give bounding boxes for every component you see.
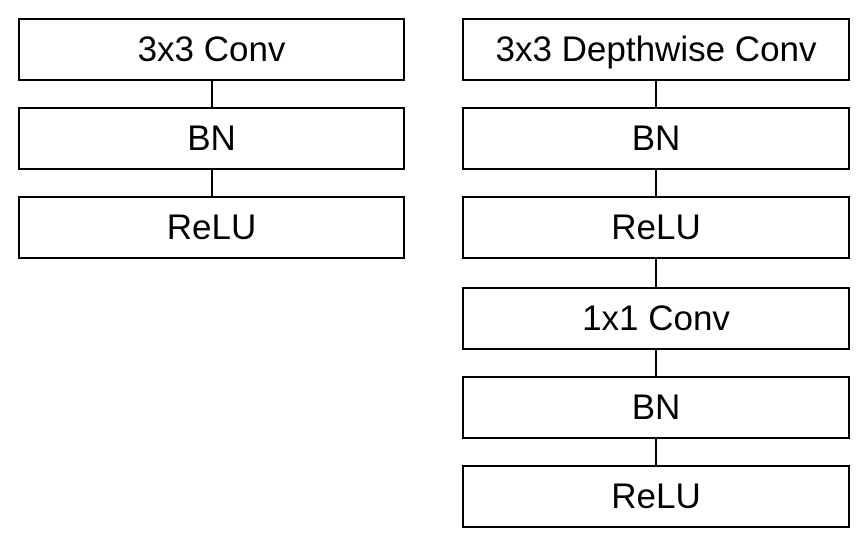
relu-layer: ReLU (18, 196, 405, 259)
batchnorm-layer: BN (18, 107, 405, 170)
connector-line (655, 259, 657, 287)
connector-line (210, 170, 213, 196)
connector-line (210, 81, 213, 107)
pointwise-conv1x1-layer: 1x1 Conv (462, 287, 850, 350)
connector-line (655, 170, 657, 196)
relu-layer: ReLU (462, 465, 850, 528)
conv3x3-layer: 3x3 Conv (18, 18, 405, 81)
connector-line (655, 81, 657, 107)
connector-line (655, 439, 657, 465)
batchnorm-layer: BN (462, 107, 850, 170)
depthwise-conv3x3-layer: 3x3 Depthwise Conv (462, 18, 850, 81)
connector-line (655, 350, 657, 376)
relu-layer: ReLU (462, 196, 850, 259)
batchnorm-layer: BN (462, 376, 850, 439)
